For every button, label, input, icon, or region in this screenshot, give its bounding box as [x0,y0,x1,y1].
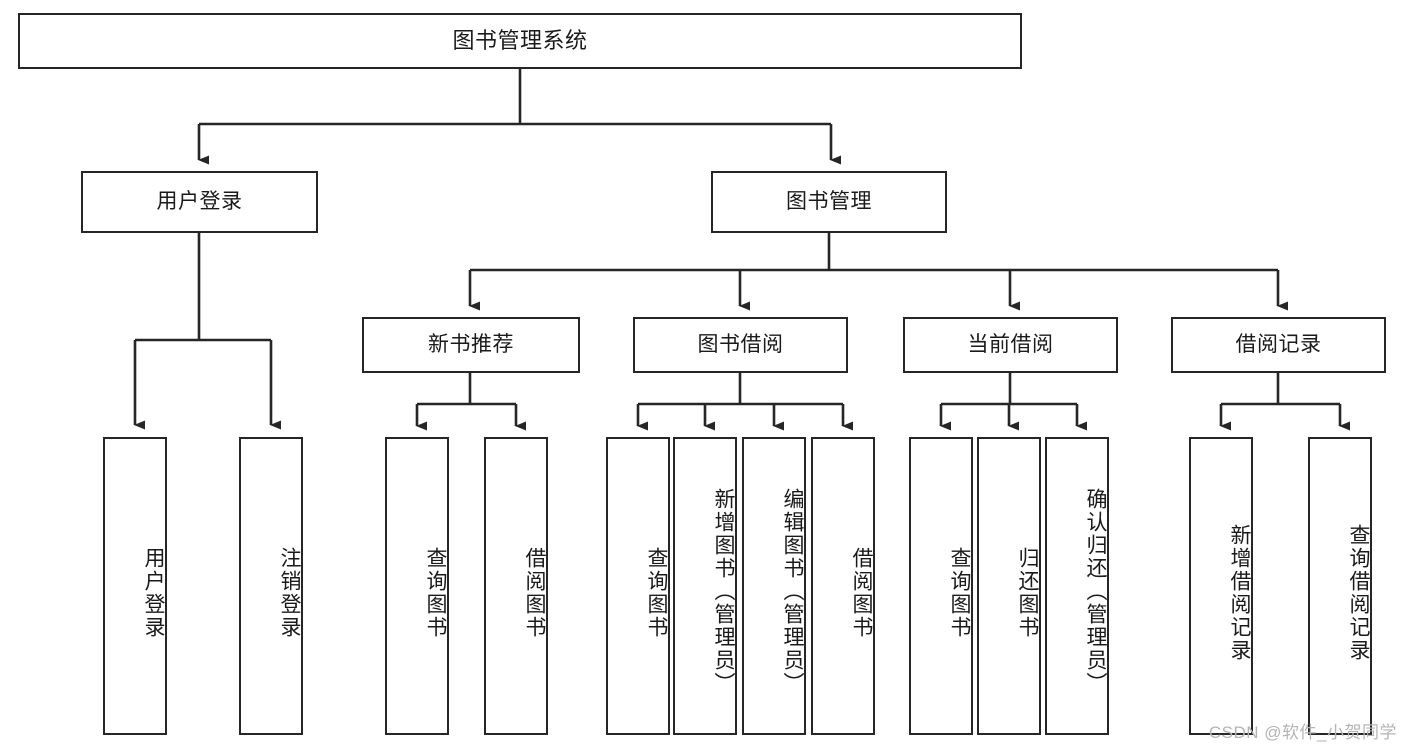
node-label: 用户登录 [142,547,165,639]
node-leaf-query-book-1[interactable]: 查询图书 [385,437,449,735]
node-leaf-borrow-book-2[interactable]: 借阅图书 [811,437,875,735]
csdn-watermark: CSDN @软件_小贺同学 [1208,723,1397,742]
node-leaf-logout-login[interactable]: 注销登录 [239,437,303,735]
node-label: 查询图书 [948,547,971,639]
node-label: 用户登录 [156,190,243,214]
node-leaf-confirm-return[interactable]: 确认归还（管理员） [1045,437,1109,735]
node-leaf-edit-book[interactable]: 编辑图书（管理员） [742,437,806,735]
node-label: 查询借阅记录 [1347,524,1370,662]
node-label: 借阅记录 [1235,333,1322,357]
node-user-login[interactable]: 用户登录 [81,171,318,233]
node-new-book-recommend[interactable]: 新书推荐 [362,317,580,373]
node-label: 归还图书 [1016,547,1039,639]
node-leaf-return-book[interactable]: 归还图书 [977,437,1041,735]
node-label: 新增图书（管理员） [712,487,735,695]
node-leaf-borrow-book-1[interactable]: 借阅图书 [484,437,548,735]
node-leaf-query-book-3[interactable]: 查询图书 [909,437,973,735]
node-root-system[interactable]: 图书管理系统 [18,13,1022,69]
node-book-borrow[interactable]: 图书借阅 [633,317,848,373]
node-label: 图书管理 [786,190,872,214]
node-label: 借阅图书 [850,547,873,639]
node-book-manage[interactable]: 图书管理 [711,171,947,233]
node-label: 确认归还（管理员） [1084,487,1107,695]
node-leaf-query-book-2[interactable]: 查询图书 [606,437,670,735]
node-leaf-add-record[interactable]: 新增借阅记录 [1189,437,1253,735]
node-label: 图书管理系统 [452,27,588,53]
node-leaf-user-login[interactable]: 用户登录 [103,437,167,735]
node-label: 查询图书 [424,547,447,639]
node-label: 新增借阅记录 [1228,524,1251,662]
node-label: 新书推荐 [428,333,514,357]
node-label: 当前借阅 [967,333,1054,357]
node-label: 图书借阅 [697,333,784,357]
node-label: 注销登录 [278,547,301,639]
node-label: 编辑图书（管理员） [781,487,804,695]
node-label: 查询图书 [645,547,668,639]
node-leaf-query-record[interactable]: 查询借阅记录 [1308,437,1372,735]
node-label: 借阅图书 [523,547,546,639]
node-borrow-record[interactable]: 借阅记录 [1171,317,1386,373]
node-current-borrow[interactable]: 当前借阅 [903,317,1118,373]
node-leaf-add-book[interactable]: 新增图书（管理员） [673,437,737,735]
